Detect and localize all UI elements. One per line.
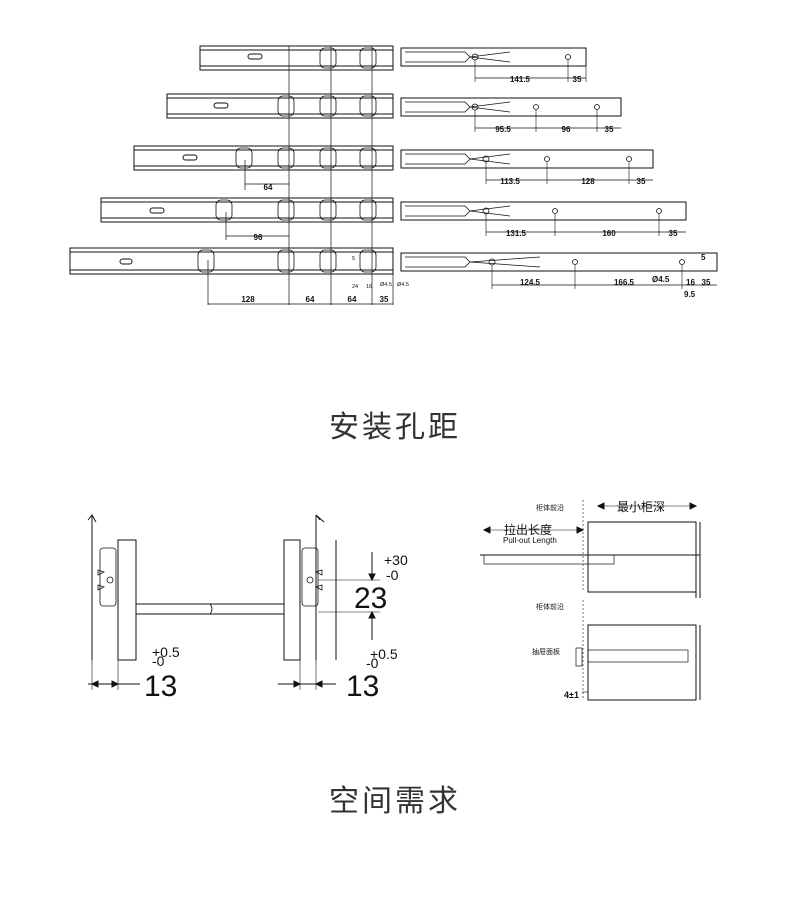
- label-dia-left: Ø4.5: [380, 282, 392, 288]
- dim-96-r2: 96: [562, 125, 571, 134]
- dim-113-5: 113.5: [500, 177, 520, 186]
- left-rail-1: [199, 45, 394, 71]
- label-dia-left2: Ø4.5: [397, 282, 409, 288]
- dim-128-r3: 128: [581, 177, 595, 186]
- dim-64-rail3: 64: [264, 183, 273, 192]
- right-rail-5: [400, 252, 718, 272]
- left-rail-2: [166, 93, 394, 119]
- dim-35-r4: 35: [669, 229, 678, 238]
- right-tol-plus: +0.5: [370, 646, 398, 662]
- dim-95-5: 95.5: [495, 125, 511, 134]
- tol-top-minus: -0: [386, 567, 399, 583]
- dim-64-a: 64: [306, 295, 315, 304]
- dim-35-r1: 35: [573, 75, 582, 84]
- right-rail-4: [400, 201, 687, 221]
- dim-166-5: 166.5: [614, 278, 635, 287]
- dim-35-left: 35: [380, 295, 389, 304]
- dim-141-5: 141.5: [510, 75, 531, 84]
- label-pull-out-cn: 拉出长度: [504, 522, 552, 537]
- label-5-left: 5: [352, 256, 355, 262]
- label-9-5: 9.5: [684, 290, 696, 299]
- label-cabinet-front-1: 柜体前沿: [536, 503, 564, 512]
- right-rail-2: [400, 97, 622, 117]
- label-16-left: 16: [366, 284, 372, 290]
- right-tol-minus: -0: [366, 655, 379, 671]
- label-offset: 4±1: [564, 690, 579, 700]
- dim-131-5: 131.5: [506, 229, 527, 238]
- left-tol-minus: -0: [152, 653, 165, 669]
- left-gap-13: 13: [144, 670, 177, 703]
- label-pull-out-en: Pull-out Length: [503, 536, 557, 545]
- dim-35-r3: 35: [637, 177, 646, 186]
- dim-124-5: 124.5: [520, 278, 541, 287]
- dim-96-rail4: 96: [254, 233, 263, 242]
- space-requirement-diagram: +30 -0 23 +0.5 -0 13 +0.5 -0 13 柜体前沿 最小柜…: [87, 500, 701, 703]
- section-title-mounting: 安装孔距: [329, 410, 461, 445]
- dim-160: 160: [602, 229, 616, 238]
- right-gap-13: 13: [346, 670, 379, 703]
- right-rail-3: [400, 149, 654, 169]
- label-24: 24: [352, 284, 358, 290]
- label-16-right: 16: [686, 278, 695, 287]
- label-drawer-panel: 抽屉面板: [532, 647, 560, 656]
- label-min-depth: 最小柜深: [617, 500, 665, 514]
- section-title-space: 空间需求: [329, 784, 461, 819]
- dim-35-r2: 35: [605, 125, 614, 134]
- mounting-hole-diagram: 64 96 128 64 64 35 5 24 16 Ø4.5 Ø4.5 141…: [69, 45, 718, 305]
- label-5-right: 5: [701, 253, 706, 262]
- left-rail-3: [133, 145, 394, 171]
- left-rail-5: [69, 247, 394, 275]
- dim-35-r5: 35: [702, 278, 711, 287]
- left-rail-4: [100, 197, 394, 223]
- label-dia-right: Ø4.5: [652, 275, 670, 284]
- dim-128: 128: [241, 295, 255, 304]
- tol-top-plus: +30: [384, 552, 408, 568]
- label-cabinet-front-2: 柜体前沿: [536, 602, 564, 611]
- dim-64-b: 64: [348, 295, 357, 304]
- gap-height-23: 23: [354, 582, 387, 615]
- left-tol-plus: +0.5: [152, 644, 180, 660]
- right-rail-1: [400, 47, 587, 67]
